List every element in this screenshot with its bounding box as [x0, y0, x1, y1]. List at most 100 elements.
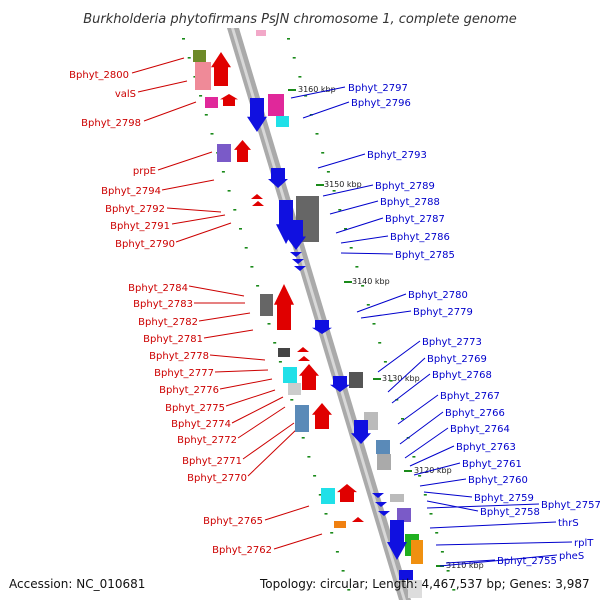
gene-label-prpe[interactable]: prpE: [133, 166, 156, 177]
gene-label-bphyt-2757[interactable]: Bphyt_2757: [541, 500, 600, 511]
gene-label-bphyt-2787[interactable]: Bphyt_2787: [385, 214, 445, 225]
tick-major: [373, 378, 381, 380]
gene-label-bphyt-2775[interactable]: Bphyt_2775: [165, 403, 225, 414]
leader-left: [219, 378, 273, 390]
gene-arrow-reverse: [372, 493, 384, 498]
gene-label-bphyt-2766[interactable]: Bphyt_2766: [445, 408, 505, 419]
gene-label-bphyt-2791[interactable]: Bphyt_2791: [110, 221, 170, 232]
axis-label-3130: 3130 kbp: [382, 374, 420, 383]
tick-major: [316, 184, 324, 186]
gene-label-phes[interactable]: pheS: [559, 551, 584, 562]
gene-label-bphyt-2776[interactable]: Bphyt_2776: [159, 385, 219, 396]
leader-right: [335, 217, 384, 234]
gene-label-bphyt-2788[interactable]: Bphyt_2788: [380, 197, 440, 208]
gene-label-bphyt-2790[interactable]: Bphyt_2790: [115, 239, 175, 250]
leader-left: [231, 396, 284, 424]
gene-label-bphyt-2784[interactable]: Bphyt_2784: [128, 283, 188, 294]
gene-label-bphyt-2781[interactable]: Bphyt_2781: [143, 334, 203, 345]
tick-right: [440, 551, 444, 553]
gene-label-bphyt-2761[interactable]: Bphyt_2761: [462, 459, 522, 470]
gene-label-bphyt-2771[interactable]: Bphyt_2771: [182, 456, 242, 467]
gene-arrow-forward: [352, 517, 364, 522]
tick-left: [204, 114, 208, 116]
gene-label-bphyt-2780[interactable]: Bphyt_2780: [408, 290, 468, 301]
leader-left: [225, 389, 276, 407]
gene-label-bphyt-2789[interactable]: Bphyt_2789: [375, 181, 435, 192]
gene-label-bphyt-2767[interactable]: Bphyt_2767: [440, 391, 500, 402]
gene-label-thrs[interactable]: thrS: [558, 518, 579, 529]
gene-label-bphyt-2755[interactable]: Bphyt_2755: [497, 556, 557, 567]
gene-label-bphyt-2774[interactable]: Bphyt_2774: [171, 419, 231, 430]
leader-right: [435, 541, 573, 546]
gene-label-bphyt-2770[interactable]: Bphyt_2770: [187, 473, 247, 484]
leader-right: [322, 184, 374, 197]
tick-right: [304, 95, 308, 97]
tick-left: [290, 399, 294, 401]
tick-right: [401, 418, 404, 420]
gene-label-bphyt-2759[interactable]: Bphyt_2759: [474, 493, 534, 504]
tick-right: [429, 513, 433, 515]
tick-right: [372, 323, 376, 325]
gene-label-bphyt-2793[interactable]: Bphyt_2793: [367, 150, 427, 161]
gene-label-bphyt-2762[interactable]: Bphyt_2762: [212, 545, 272, 556]
tick-left: [341, 570, 345, 572]
gene-label-bphyt-2764[interactable]: Bphyt_2764: [450, 424, 510, 435]
leader-left: [214, 369, 269, 373]
leader-right: [426, 500, 479, 512]
gene-label-bphyt-2773[interactable]: Bphyt_2773: [422, 337, 482, 348]
tick-major: [404, 470, 412, 472]
gene-label-bphyt-2777[interactable]: Bphyt_2777: [154, 368, 214, 379]
gene-label-vals[interactable]: valS: [115, 89, 136, 100]
tick-left: [307, 456, 311, 458]
gene-label-bphyt-2758[interactable]: Bphyt_2758: [480, 507, 540, 518]
tick-right: [378, 342, 382, 344]
gene-arrow-reverse: [387, 520, 407, 560]
tick-left: [313, 475, 317, 477]
gene-label-bphyt-2760[interactable]: Bphyt_2760: [468, 475, 528, 486]
gene-label-bphyt-2792[interactable]: Bphyt_2792: [105, 204, 165, 215]
gene-label-bphyt-2800[interactable]: Bphyt_2800: [69, 70, 129, 81]
gene-label-bphyt-2797[interactable]: Bphyt_2797: [348, 83, 408, 94]
gene-arrow-forward: [297, 347, 309, 352]
tick-left: [347, 589, 351, 591]
gene-label-bphyt-2783[interactable]: Bphyt_2783: [133, 299, 193, 310]
leader-right: [377, 340, 421, 373]
leader-lines: [131, 57, 573, 567]
gene-label-bphyt-2772[interactable]: Bphyt_2772: [177, 435, 237, 446]
gene-arrow-reverse: [292, 259, 304, 264]
leader-left: [237, 406, 286, 439]
gene-box: [288, 383, 301, 395]
gene-label-bphyt-2765[interactable]: Bphyt_2765: [203, 516, 263, 527]
tick-left: [233, 209, 237, 211]
gene-arrow-reverse: [286, 220, 306, 250]
gene-arrow-reverse: [247, 98, 267, 132]
gene-label-bphyt-2769[interactable]: Bphyt_2769: [427, 354, 487, 365]
leader-right: [439, 554, 558, 567]
gene-box: [411, 540, 423, 564]
gene-label-bphyt-2794[interactable]: Bphyt_2794: [101, 186, 161, 197]
gene-box: [390, 494, 404, 502]
gene-label-rplt[interactable]: rplT: [574, 538, 594, 549]
leader-right: [387, 357, 426, 393]
gene-label-bphyt-2785[interactable]: Bphyt_2785: [395, 250, 455, 261]
leader-left: [188, 285, 245, 297]
gene-label-bphyt-2778[interactable]: Bphyt_2778: [149, 351, 209, 362]
topology-text: Topology: circular; Length: 4,467,537 bp…: [260, 577, 590, 591]
left-gene-labels: Bphyt_2800 valS Bphyt_2798 prpE Bphyt_27…: [69, 70, 272, 556]
gene-box: [321, 488, 335, 504]
gene-arrow-reverse: [294, 266, 306, 271]
tick-left: [318, 494, 322, 496]
leader-left: [264, 505, 310, 521]
tick-left: [199, 95, 203, 97]
leader-right: [399, 411, 444, 445]
gene-arrow-reverse: [375, 502, 387, 507]
gene-label-bphyt-2763[interactable]: Bphyt_2763: [456, 442, 516, 453]
gene-label-bphyt-2779[interactable]: Bphyt_2779: [413, 307, 473, 318]
gene-label-bphyt-2786[interactable]: Bphyt_2786: [390, 232, 450, 243]
gene-label-bphyt-2796[interactable]: Bphyt_2796: [351, 98, 411, 109]
gene-label-bphyt-2768[interactable]: Bphyt_2768: [432, 370, 492, 381]
gene-label-bphyt-2782[interactable]: Bphyt_2782: [138, 317, 198, 328]
gene-label-bphyt-2798[interactable]: Bphyt_2798: [81, 118, 141, 129]
accession-text: Accession: NC_010681: [9, 577, 146, 591]
leader-left: [198, 312, 251, 322]
